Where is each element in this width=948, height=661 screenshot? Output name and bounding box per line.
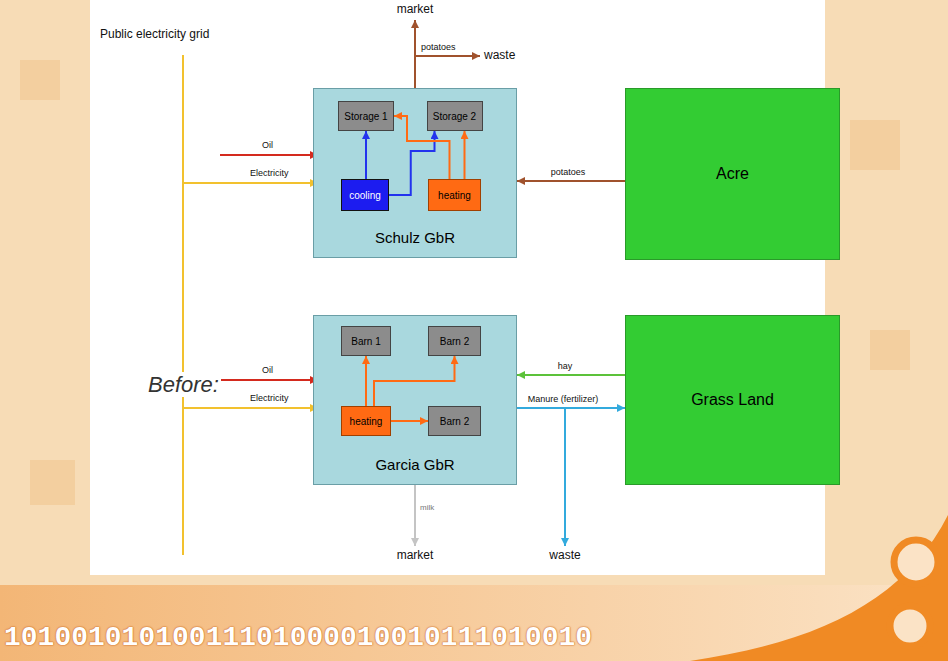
farm-box: Garcia GbR Barn 1 Barn 2 heating Barn 2	[313, 315, 517, 485]
node-text: Schulz GbR	[314, 229, 516, 246]
decor-square	[850, 120, 900, 170]
white-panel	[90, 0, 825, 575]
flow-label: milk	[420, 503, 434, 512]
flow-arrow	[517, 407, 625, 409]
oil-arrow	[220, 154, 318, 156]
sink-label: market	[397, 549, 434, 563]
storage-box: Storage 2	[427, 101, 483, 131]
flow-label: potatoes	[421, 42, 456, 52]
node-text: Storage 2	[433, 111, 476, 122]
node-text: Barn 2	[440, 416, 469, 427]
storage-box: Storage 1	[338, 101, 394, 131]
flow-arrow	[365, 356, 367, 406]
heating-unit: heating	[341, 406, 391, 436]
state-label: Before:	[146, 372, 221, 397]
decor-ring	[894, 540, 938, 584]
decor-ring	[890, 606, 930, 646]
node-text: Acre	[716, 165, 749, 183]
node-text: Barn 2	[440, 336, 469, 347]
sink-label: waste	[549, 549, 580, 563]
waste-arrow	[415, 55, 480, 57]
flow-label: Electricity	[250, 168, 289, 178]
farm-box: Schulz GbR Storage 1 Storage 2 cooling heati…	[313, 88, 517, 258]
flow-arrow	[517, 374, 625, 376]
cooling-unit: cooling	[341, 179, 389, 211]
decor-square	[870, 330, 910, 370]
barn-box: Barn 1	[341, 326, 391, 356]
sink-label: waste	[484, 49, 515, 63]
waste-arrow	[564, 408, 566, 546]
flow-label: potatoes	[551, 167, 586, 177]
node-text: Barn 1	[351, 336, 380, 347]
node-text: Garcia GbR	[314, 456, 516, 473]
milk-arrow	[414, 485, 416, 546]
node-text: cooling	[349, 190, 381, 201]
electricity-arrow	[183, 182, 318, 184]
node-text: heating	[350, 416, 383, 427]
flow-arrow	[365, 131, 367, 179]
market-arrow	[414, 20, 416, 88]
grid-line	[182, 55, 184, 555]
flow-arrow	[464, 131, 466, 179]
flow-label: Manure (fertilizer)	[528, 394, 599, 404]
binary-decor: 10100101010011101000010010111010010	[4, 622, 592, 654]
node-text: heating	[438, 190, 471, 201]
heating-unit: heating	[428, 179, 481, 211]
field-box: Acre	[625, 88, 840, 260]
grid-label: Public electricity grid	[100, 28, 209, 42]
barn-box: Barn 2	[428, 326, 481, 356]
flow-label: Oil	[262, 365, 273, 375]
flow-label: hay	[558, 361, 573, 371]
oil-arrow	[220, 379, 318, 381]
decor-square	[20, 60, 60, 100]
flow-arrow	[391, 420, 428, 422]
node-text: Grass Land	[691, 391, 774, 409]
electricity-arrow	[183, 407, 318, 409]
flow-label: Oil	[262, 140, 273, 150]
field-box: Grass Land	[625, 315, 840, 485]
flow-arrow	[374, 356, 455, 406]
decor-square	[30, 460, 75, 505]
node-text: Storage 1	[344, 111, 387, 122]
flow-label: Electricity	[250, 393, 289, 403]
sink-label: market	[397, 3, 434, 17]
flow-arrow	[517, 180, 625, 182]
barn-box: Barn 2	[428, 406, 481, 436]
